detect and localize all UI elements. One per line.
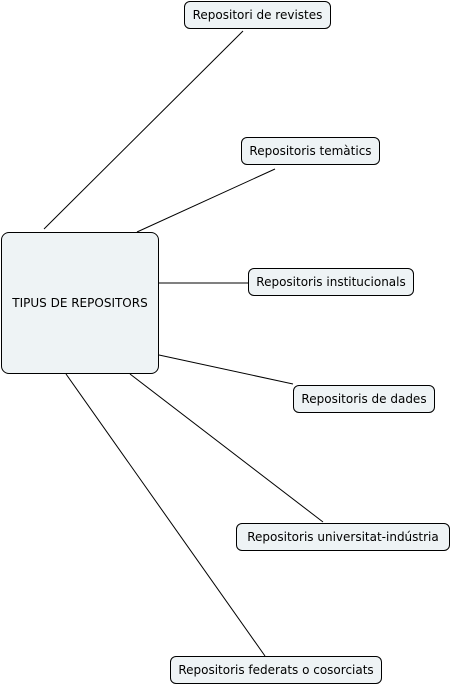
node-label: Repositoris de dades [301,392,427,406]
node-repositoris-universitat-industria[interactable]: Repositoris universitat-indústria [236,523,450,551]
node-repositori-de-revistes[interactable]: Repositori de revistes [184,1,331,29]
connector-revistes [43,30,244,230]
node-label: Repositoris institucionals [256,275,406,289]
node-repositoris-institucionals[interactable]: Repositoris institucionals [248,268,414,296]
connector-universitat-industria [129,373,324,523]
central-node-tipus-de-repositors[interactable]: TIPUS DE REPOSITORS [1,232,159,374]
node-label: Repositoris universitat-indústria [247,530,439,544]
connector-federats [65,373,266,657]
connector-tematics [136,168,276,233]
node-label: Repositoris federats o cosorciats [178,663,374,677]
node-repositoris-federats-o-cosorciats[interactable]: Repositoris federats o cosorciats [170,656,382,684]
central-node-label: TIPUS DE REPOSITORS [12,296,148,310]
node-label: Repositoris temàtics [249,144,372,158]
node-repositoris-de-dades[interactable]: Repositoris de dades [293,385,435,413]
node-repositoris-tematics[interactable]: Repositoris temàtics [241,137,380,165]
node-label: Repositori de revistes [192,8,323,22]
connector-dades [158,354,294,385]
